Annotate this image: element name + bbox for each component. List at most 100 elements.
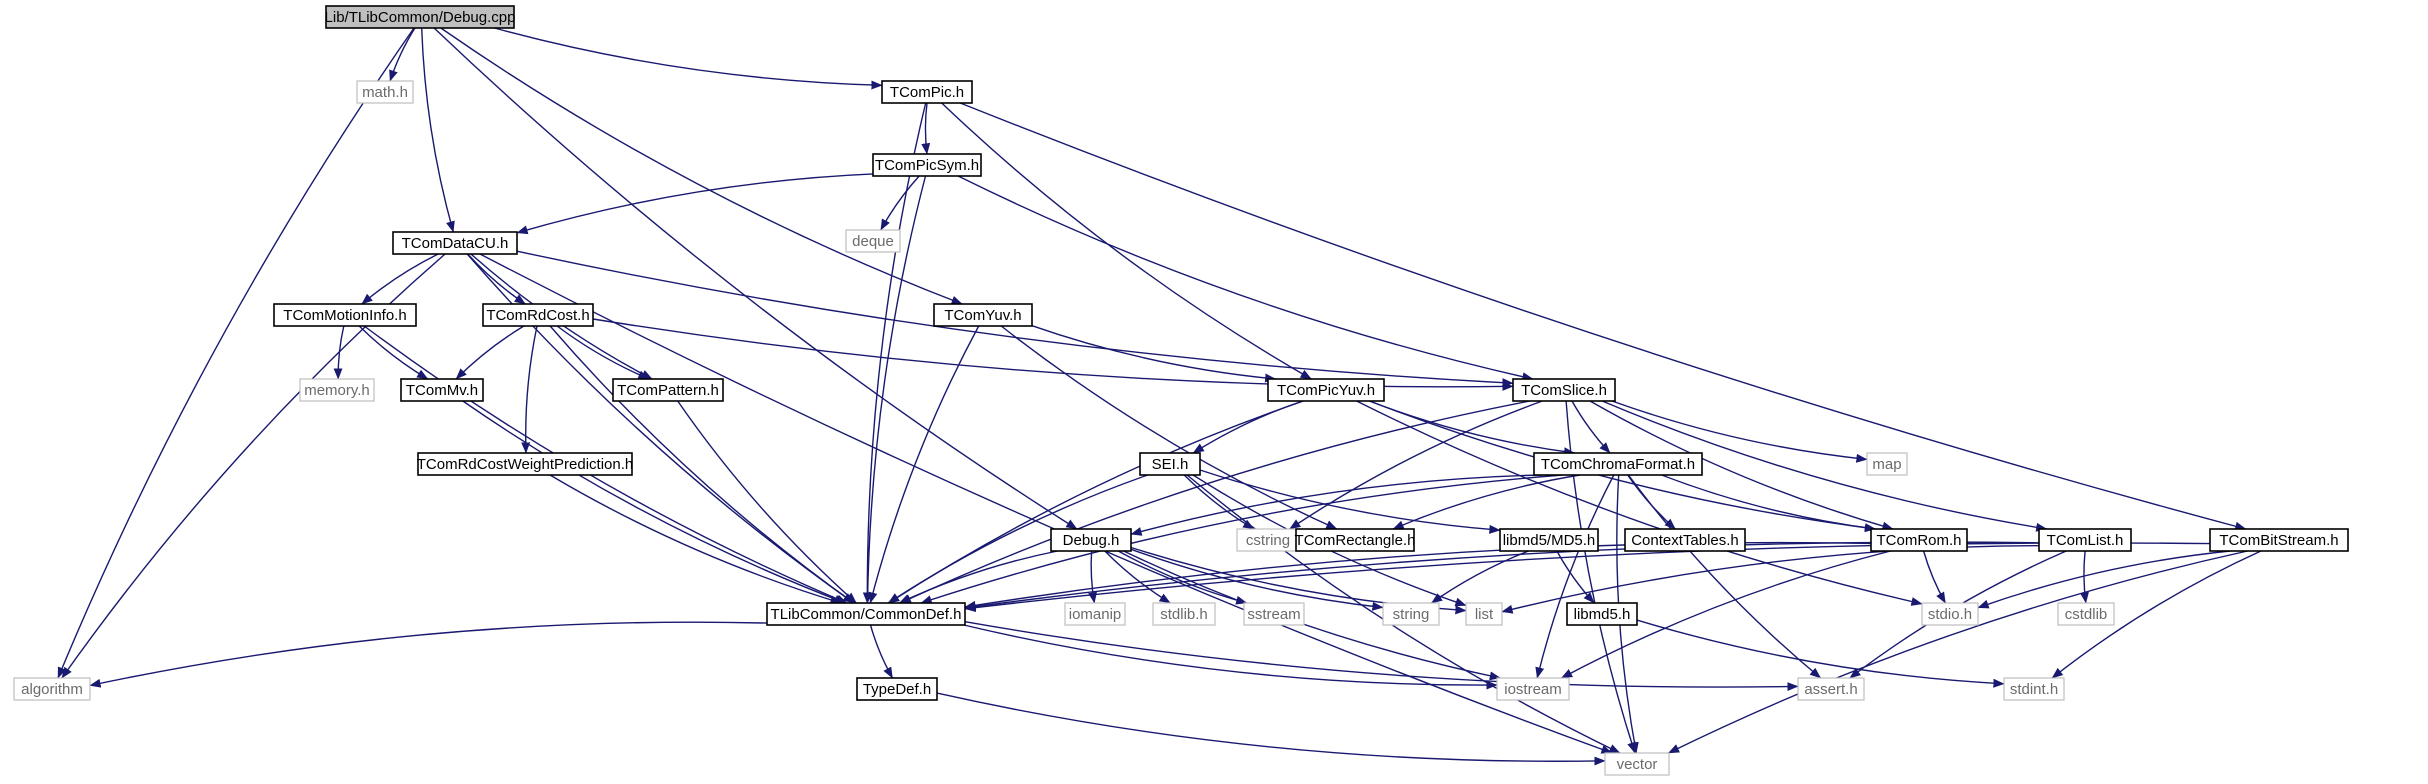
node-typedef[interactable]: TypeDef.h [856,677,938,701]
node-box [856,677,938,701]
node-label: sstream [1247,606,1300,623]
node-label: Debug.h [1063,532,1120,549]
node-debug_cpp[interactable]: Lib/TLibCommon/Debug.cpp [325,5,516,29]
node-label: TComBitStream.h [2219,532,2338,549]
edge-tcomchroma-to-debug_h [1130,474,1542,536]
node-box [933,303,1033,327]
node-math_h: math.h [356,80,414,104]
node-box [2057,602,2115,626]
node-box [1604,752,1670,776]
node-label: TComYuv.h [944,307,1021,324]
edge-commondef-to-typedef [869,624,894,679]
node-libmd5[interactable]: libmd5.h [1566,602,1638,626]
node-box [1866,452,1908,476]
node-box [1797,677,1865,701]
edge-tcomrdcost-to-tcommv [455,325,525,380]
edge-tcomslice-to-cstring [1289,400,1543,530]
node-box [273,303,417,327]
node-label: TComList.h [2047,532,2124,549]
edge-debug_h-to-list [1130,546,1467,615]
node-tcomrdcost[interactable]: TComRdCost.h [482,303,594,327]
node-libmd5md5[interactable]: libmd5/MD5.h [1499,528,1599,552]
node-sei[interactable]: SEI.h [1139,452,1201,476]
edge-tcomrdcost-to-tcompattern [556,325,650,380]
edge-tcompicyuv-to-commondef [888,400,1304,604]
edge-debug_cpp-to-algorithm [57,27,415,679]
node-tcomyuv[interactable]: TComYuv.h [933,303,1033,327]
edge-tcomlist-to-cstdlib [2080,550,2089,604]
edge-tcomchroma-to-assert [1627,474,1822,679]
node-label: memory.h [304,382,370,399]
node-tcomdatacu[interactable]: TComDataCU.h [392,231,518,255]
node-tcomrom[interactable]: TComRom.h [1870,528,1968,552]
node-label: TComRom.h [1876,532,1961,549]
node-tcomlist[interactable]: TComList.h [2038,528,2132,552]
edge-tcomrdcost-to-tcomrdcostwp [521,325,538,454]
node-vector: vector [1604,752,1670,776]
edge-tcomrdcost-to-tcomslice [592,318,1514,391]
edge-tcompicsym-to-deque [880,175,920,231]
node-debug_h[interactable]: Debug.h [1050,528,1132,552]
node-stdint: stdint.h [2003,677,2065,701]
node-tcomchroma[interactable]: TComChromaFormat.h [1533,452,1703,476]
node-tcompicyuv[interactable]: TComPicYuv.h [1267,378,1385,402]
node-box [13,677,91,701]
node-commondef[interactable]: TLibCommon/CommonDef.h [766,602,966,626]
edge-sei-to-libmd5md5 [1199,469,1501,534]
node-tcompicsym[interactable]: TComPicSym.h [872,153,982,177]
edge-tcomdatacu-to-tcomslice [516,250,1514,388]
node-tcommotioninfo[interactable]: TComMotionInfo.h [273,303,417,327]
node-label: TComRdCostWeightPrediction.h [417,456,633,473]
node-label: TComPic.h [890,84,964,101]
node-contexttables[interactable]: ContextTables.h [1624,528,1746,552]
node-label: SEI.h [1152,456,1189,473]
node-iomanip: iomanip [1064,602,1126,626]
node-label: list [1475,606,1494,623]
edge-tcommotioninfo-to-memory_h [333,325,345,380]
node-label: TLibCommon/CommonDef.h [771,606,962,623]
edge-tcomlist-to-list [1501,545,2040,614]
node-box [612,378,724,402]
node-box [356,80,414,104]
edge-commondef-to-iostream [963,624,1498,690]
node-label: ContextTables.h [1631,532,1739,549]
edge-tcomchroma-to-iostream [1535,474,1615,679]
node-box [1139,452,1201,476]
edge-typedef-to-vector [936,692,1606,766]
node-label: TComMotionInfo.h [283,307,406,324]
node-map: map [1866,452,1908,476]
edge-sei-to-commondef [887,474,1148,604]
node-tcomslice[interactable]: TComSlice.h [1512,378,1616,402]
edge-tcombitstream-to-stdio [1977,550,2231,609]
node-label: TComDataCU.h [402,235,509,252]
edge-tcompicsym-to-tcomslice [957,175,1534,382]
node-assert: assert.h [1797,677,1865,701]
node-box [1465,602,1503,626]
edge-tcompic-to-tcombitstream [959,102,2247,531]
node-label: Lib/TLibCommon/Debug.cpp [325,9,516,26]
edge-debug_h-to-stdlib [1104,550,1171,604]
edge-tcomslice-to-vector [1565,400,1636,754]
node-tcombitstream[interactable]: TComBitStream.h [2209,528,2349,552]
edge-tcomyuv-to-commondef [868,325,980,604]
node-box [845,229,901,253]
node-box [392,231,518,255]
node-box [872,153,982,177]
edge-tcomslice-to-tcomchroma [1571,400,1611,454]
node-box [1624,528,1746,552]
node-label: assert.h [1804,681,1857,698]
node-label: cstring [1246,532,1290,549]
edge-tcommotioninfo-to-tcommv [358,325,429,380]
edge-debug_h-to-commondef [898,550,1058,604]
node-tcomrdcostwp[interactable]: TComRdCostWeightPrediction.h [417,452,633,476]
node-tcompattern[interactable]: TComPattern.h [612,378,724,402]
node-label: TComPicYuv.h [1277,382,1375,399]
node-tcomrect[interactable]: TComRectangle.h [1295,528,1416,552]
edge-tcomdatacu-to-vector [479,253,1613,754]
node-tcompic[interactable]: TComPic.h [881,80,973,104]
node-box [1533,452,1703,476]
node-tcommv[interactable]: TComMv.h [400,378,484,402]
edge-tcompic-to-tcompicyuv [941,102,1312,380]
edge-tcomchroma-to-tcomrom [1661,474,1876,533]
